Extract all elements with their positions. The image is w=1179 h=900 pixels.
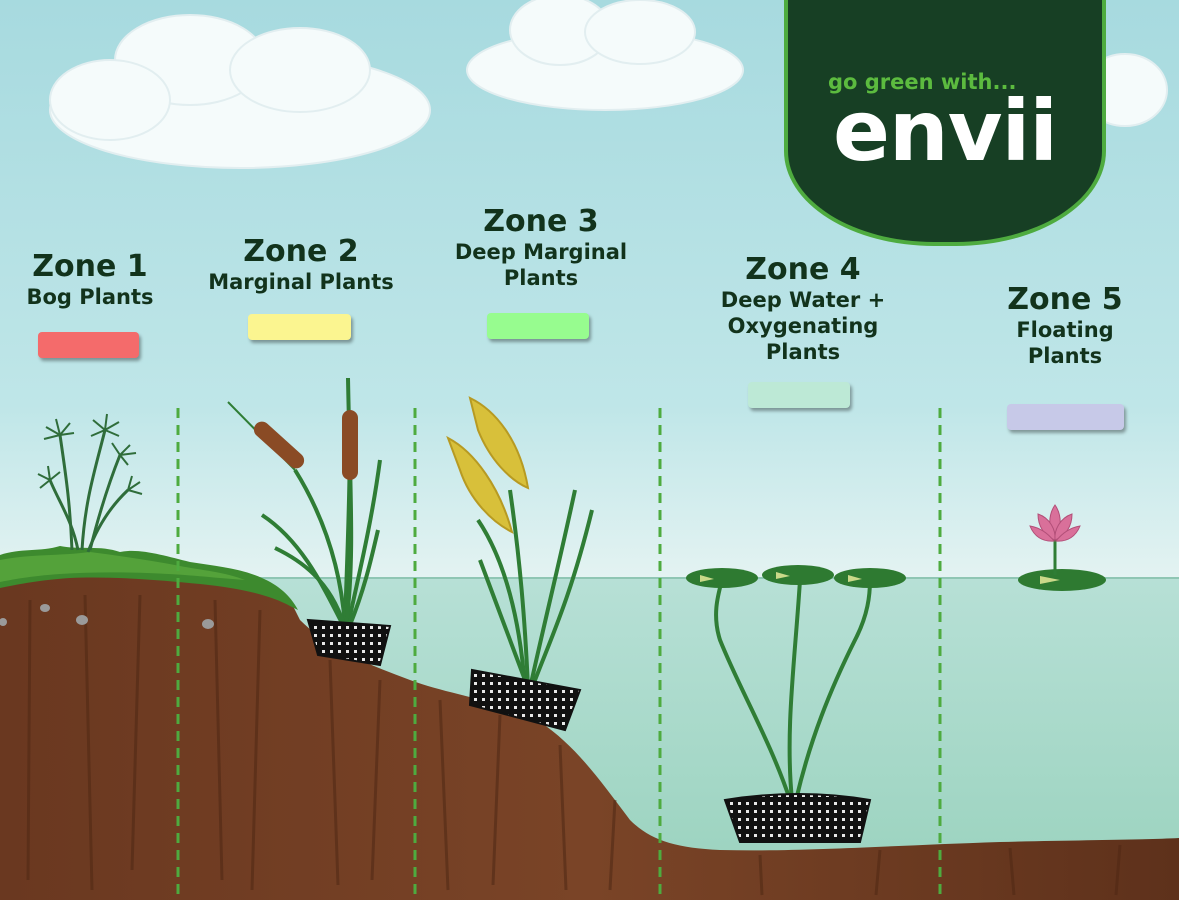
basket-zone3 [468,668,582,732]
deep-marginal-plant-reed [446,396,594,732]
lily-pad-3 [834,568,906,588]
zone-1-title: Zone 1 [32,249,148,284]
zone-1-swatch [38,332,139,358]
zone-4-title: Zone 4 [745,252,861,287]
zone-label-5: Zone 5 Floating Plants [990,283,1140,369]
bog-plant-papyrus [37,413,143,553]
brand-logo-text: envii [832,82,1058,180]
brand-tagline: go green with... [828,70,1017,94]
zone-label-2: Zone 2 Marginal Plants [192,235,410,295]
zone-dividers [176,408,942,900]
zone-3-swatch [487,313,589,339]
lotus-pad [1018,569,1106,591]
zone-5-swatch [1007,404,1124,430]
pond-bank-soil [0,573,1179,900]
zone-3-desc-line2: Plants [503,266,579,290]
cloud-middle [466,0,744,111]
zone-4-desc-line2: Oxygenating [727,314,879,338]
zone-2-title: Zone 2 [243,234,359,269]
zone-3-title: Zone 3 [483,204,599,239]
zone-2-desc: Marginal Plants [208,270,394,294]
lily-pad-2 [762,565,834,585]
pebbles [0,604,214,629]
zone-5-title: Zone 5 [1007,282,1123,317]
lotus-flower [1029,504,1081,542]
zone-5-desc-line1: Floating [1016,318,1114,342]
reed-plume-2 [446,435,514,534]
zone-4-desc-line3: Plants [765,340,841,364]
basket-zone4 [723,793,872,843]
brand-badge: go green with... envii [784,0,1106,246]
cattail-head-2 [342,410,358,480]
zone-1-desc: Bog Plants [26,285,154,309]
zone-4-swatch [748,382,850,408]
zone-3-desc-line1: Deep Marginal [454,240,628,264]
zone-label-1: Zone 1 Bog Plants [10,250,170,310]
cloud-left [49,14,431,169]
floating-plant-lotus [1018,504,1106,591]
cattail-head-1 [253,421,305,469]
basket-zone2 [306,618,392,667]
deep-water-plant-lily [686,565,906,843]
zone-label-3: Zone 3 Deep Marginal Plants [435,205,647,291]
reed-plume-1 [468,396,530,490]
zone-5-desc-line2: Plants [1027,344,1103,368]
lily-pad-1 [686,568,758,588]
zone-label-4: Zone 4 Deep Water + Oxygenating Plants [698,253,908,365]
zone-4-desc-line1: Deep Water + [720,288,886,312]
marginal-plant-cattail [227,377,392,667]
zone-2-swatch [248,314,351,340]
soil-texture [26,594,1122,896]
